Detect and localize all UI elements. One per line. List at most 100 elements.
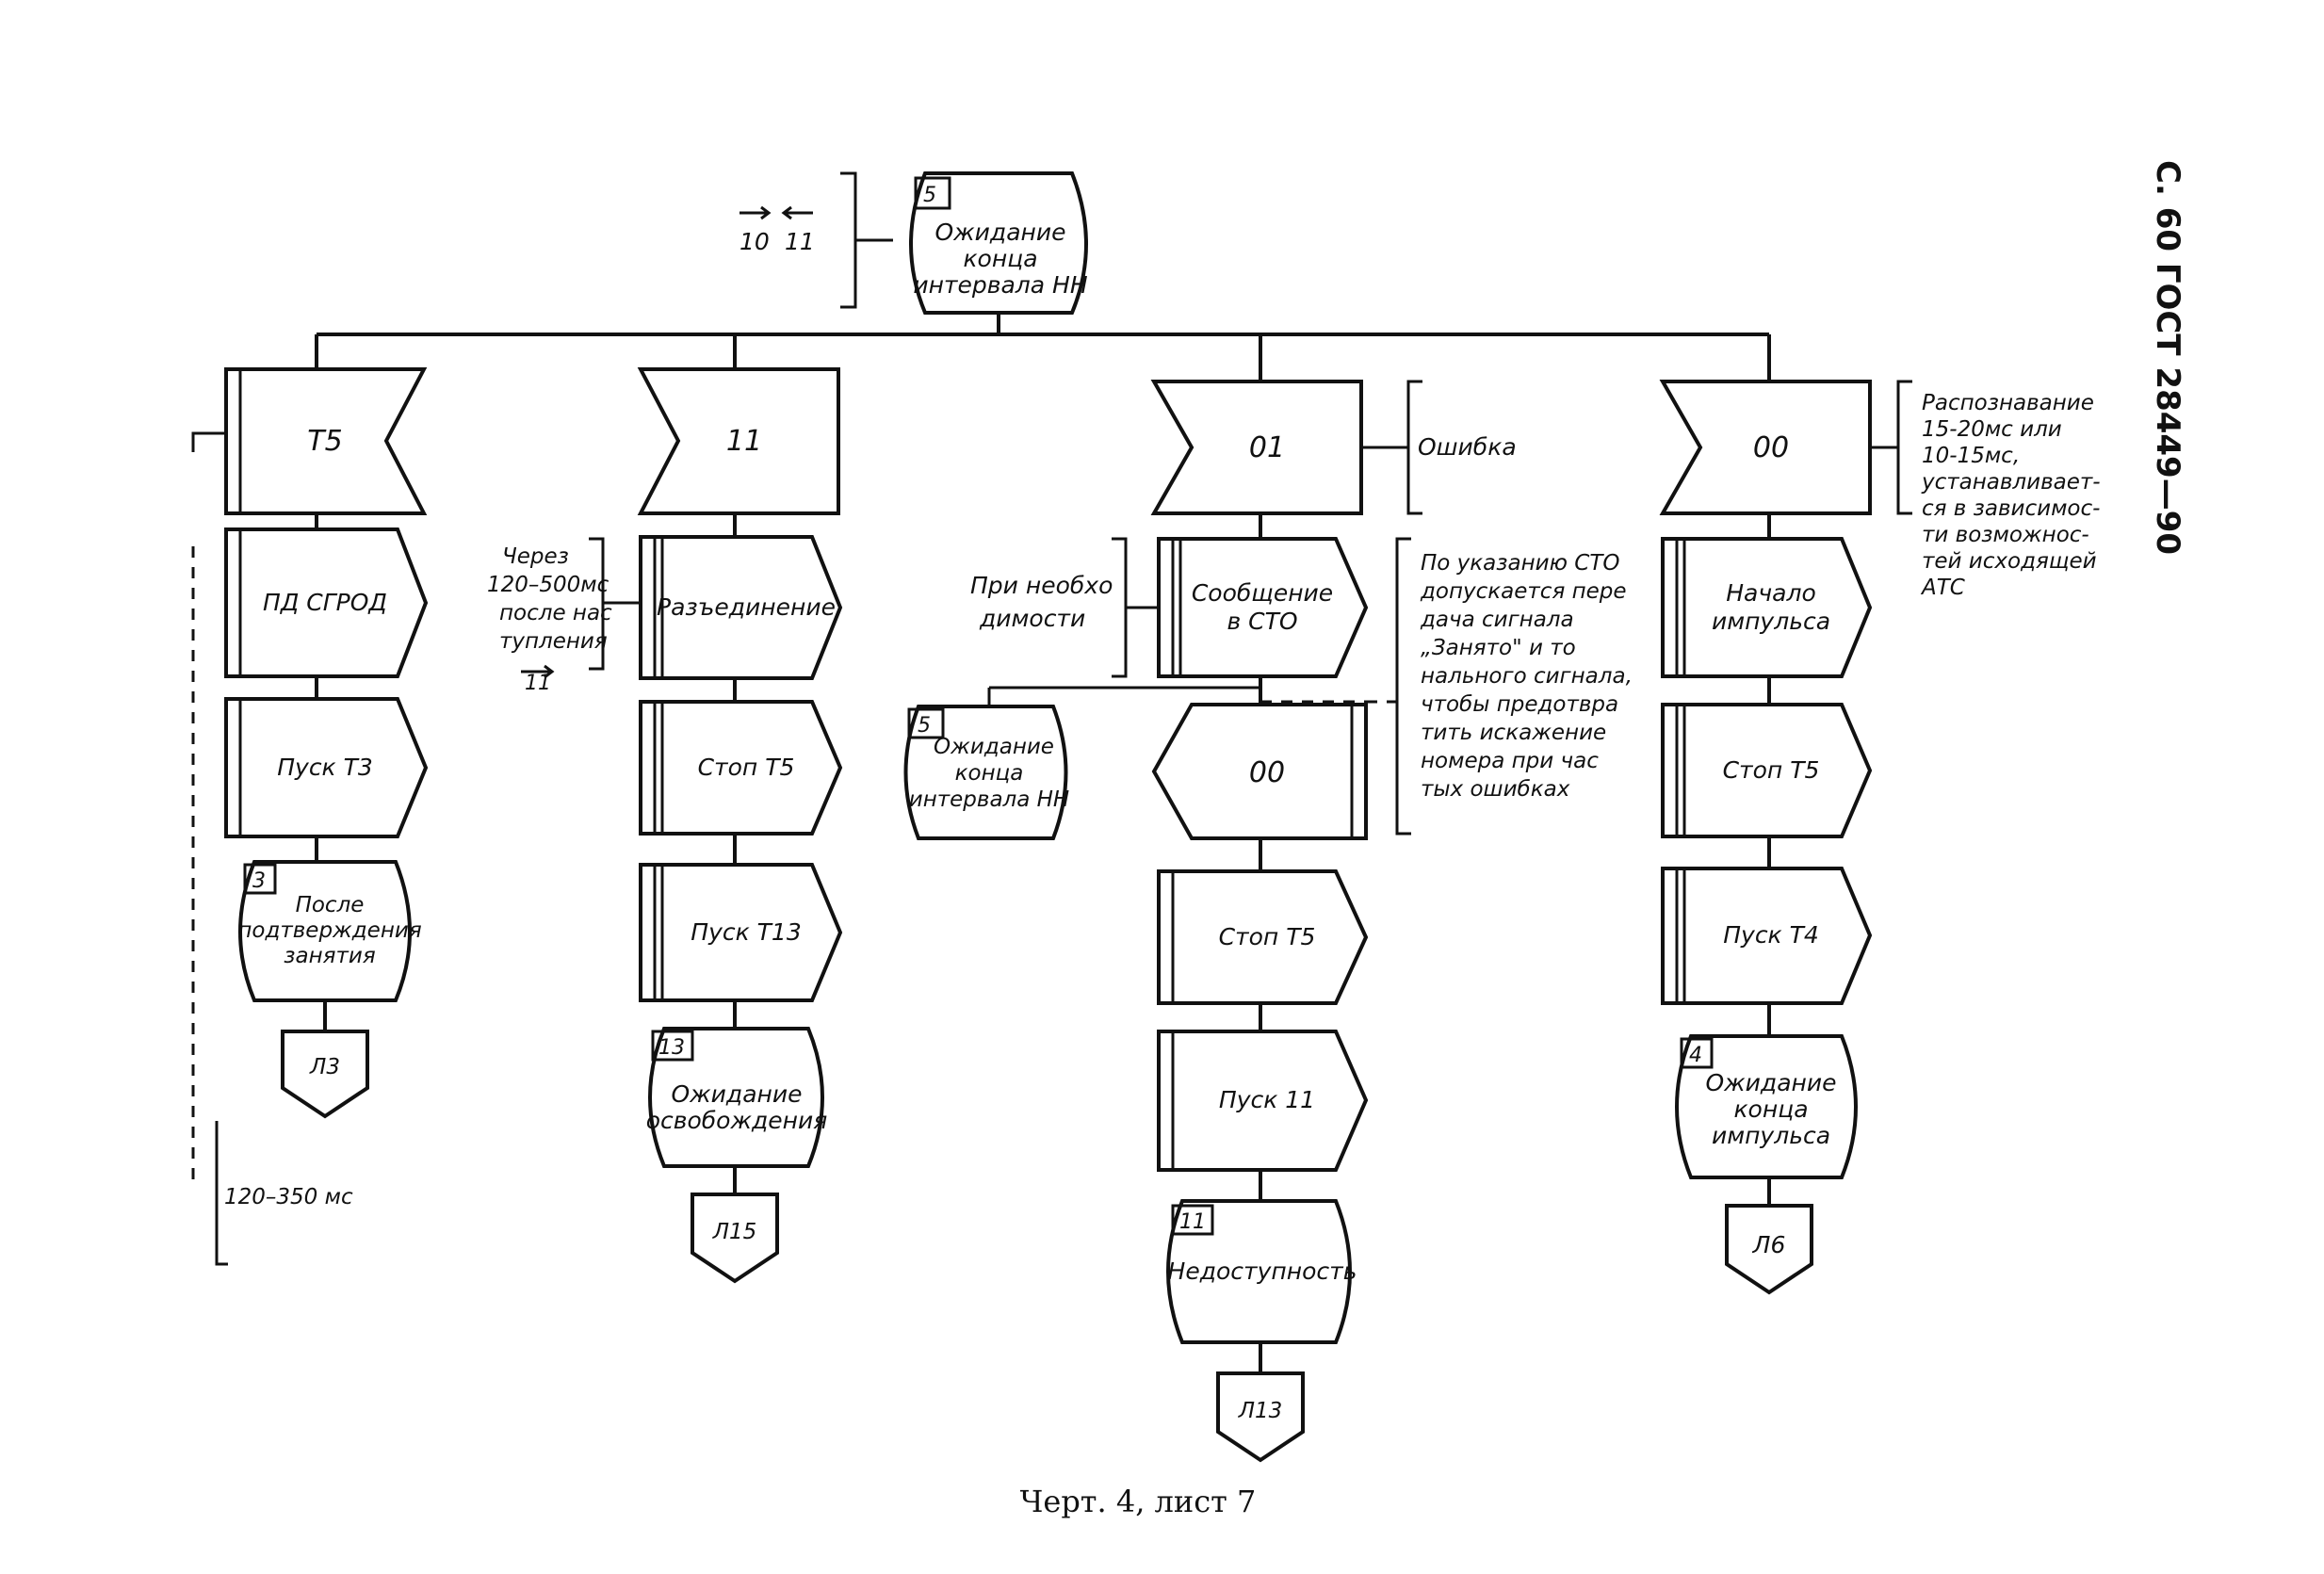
state-label-line-1: Недоступность [1168,1258,1357,1285]
step-label-line-1: Сообщение [1192,579,1333,607]
state-number: 5 [918,714,931,738]
comment-line-7: тей исходящей [1922,549,2097,574]
branch-t5: Т5 ПД СГРОД Пуск Т3 3 После подтверждени… [191,367,429,1266]
task-step [639,700,843,836]
state-number: 13 [658,1036,685,1060]
input-10-label: 10 [739,228,770,255]
comment-line-4: тупления [499,629,608,654]
state-label-line-2: конца [963,245,1037,272]
state-number: 3 [252,869,266,893]
state-number: 4 [1689,1044,1702,1067]
note-line-5: нального сигнала, [1421,664,1633,689]
state-label-line-1: После [296,893,365,917]
connector-label: Л15 [712,1220,757,1244]
step-label: Разъединение [657,593,836,621]
input-label: 11 [726,425,762,458]
note-line-8: номера при час [1421,749,1599,773]
state-label-line-3: интервала НН [909,787,1069,812]
state-number: 11 [1179,1210,1206,1234]
task-step [1661,867,1873,1005]
step-label-line-2: импульса [1712,608,1830,635]
step-label-line-2: в СТО [1227,608,1297,635]
input-signal-01 [1150,380,1363,515]
task-step [224,527,429,678]
task-step [1661,537,1873,678]
comment-line-8: АТС [1920,576,1965,600]
next-state [238,860,412,1002]
timing-comment: 120–350 мс [224,1185,353,1209]
comment-line-5: ся в зависимос- [1922,496,2100,521]
state-label-line-2: конца [1733,1095,1808,1123]
input-signal-00 [1659,380,1872,515]
page-header: С. 60 ГОСТ 28449—90 [2149,160,2186,555]
state-label-line-3: импульса [1712,1122,1830,1149]
note-line-2: допускается пере [1420,579,1627,604]
input-label: Т5 [307,425,342,458]
figure-caption: Черт. 4, лист 7 [1020,1484,1257,1519]
state-label-line-1: Ожидание [934,219,1065,246]
state-5-top: 5 Ожидание конца интервала НН [909,171,1088,315]
note-line-3: дача сигнала [1420,608,1574,632]
state-label-line-2: подтверждения [237,918,421,943]
side-state-5 [903,705,1068,840]
step-label: Стоп Т5 [1723,756,1820,784]
step-label: 00 [1249,756,1285,789]
step-label: Пуск Т3 [277,754,373,781]
comment-line-1: При необхо [970,572,1113,599]
state-label-line-1: Ожидание [934,735,1054,759]
step-label-line-1: Начало [1726,579,1815,607]
input-signal-11 [637,367,840,515]
next-state [1675,1034,1858,1179]
input-signal-t5 [224,367,428,515]
next-state [648,1027,824,1168]
state-label-line-2: освобождения [646,1107,828,1134]
state-label-line-2: конца [955,761,1024,786]
comment-line-2: димости [979,605,1085,632]
comment-line-1: Распознавание [1922,391,2094,415]
branch-11: 11 Разъединение Стоп Т5 Пуск Т13 13 Ожид… [487,367,843,1284]
connector-label: Л13 [1238,1399,1283,1423]
step-label: ПД СГРОД [263,589,387,616]
input-label: 00 [1753,431,1789,464]
step-label: Стоп Т5 [698,754,795,781]
comment-line-3: 10-15мс, [1922,444,2020,468]
connector [691,1193,779,1284]
output-signal-00 [1151,703,1368,840]
note-line-7: тить искажение [1421,721,1606,745]
state-label-line-1: Ожидание [671,1080,802,1108]
comment-line-3: после нас [499,601,612,625]
task-step [1661,703,1873,838]
state-label-line-1: Ожидание [1705,1069,1836,1096]
comment-line-2: 120–500мс [487,573,609,597]
note-line-6: чтобы предотвра [1421,692,1618,717]
branch-01: 01 Ошибка Сообщение в СТО При необхо дим… [903,380,1633,1463]
comment-line-2: 15-20мс или [1922,417,2062,442]
input-label: 01 [1249,431,1285,464]
task-step [639,535,843,680]
connector [281,1030,369,1119]
task-step [1157,869,1369,1005]
connector-label: Л3 [309,1055,340,1079]
input-comment: Ошибка [1418,433,1517,461]
task-step [1157,1030,1369,1172]
step-label: Пуск Т4 [1723,921,1819,949]
comment-line-4: устанавливает- [1921,470,2101,495]
note-line-9: тых ошибках [1421,777,1570,802]
task-step [224,697,429,838]
comment-line-1: Через [502,544,569,569]
next-state [1166,1199,1352,1344]
connector [1725,1204,1813,1295]
note-line-4: „Занято" и то [1421,636,1576,660]
comment-line-6: ти возможнос- [1922,523,2089,547]
state-label-line-3: интервала НН [913,271,1088,299]
state-inputs-annotation: 10 11 [739,171,893,309]
connector-label: Л6 [1752,1231,1786,1258]
note-line-1: По указанию СТО [1421,551,1619,576]
step-label: Стоп Т5 [1219,923,1316,950]
step-label: Пуск 11 [1219,1086,1315,1113]
connector [1216,1371,1305,1463]
branch-00: 00 Распознавание 15-20мс или 10-15мс, ус… [1659,380,2101,1295]
input-11-label: 11 [785,228,815,255]
state-number: 5 [923,184,936,207]
